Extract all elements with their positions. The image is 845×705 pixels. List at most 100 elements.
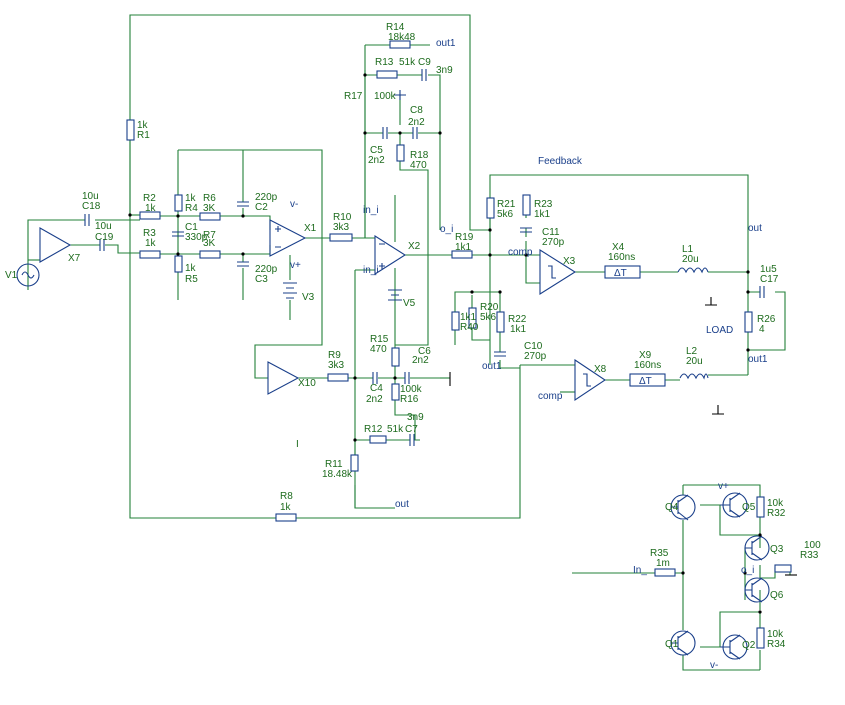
label-R2: R2 — [143, 193, 156, 204]
label-R23-value: 1k1 — [534, 209, 551, 220]
net-vminus-2: v- — [710, 660, 718, 671]
buffer-X7 — [39, 227, 72, 263]
label-C9-value: 3n9 — [436, 65, 453, 76]
label-R22: R22 — [508, 314, 527, 325]
label-R6-value: 3K — [203, 203, 216, 214]
resistor-R9 — [327, 373, 349, 382]
label-R10: R10 — [333, 212, 352, 223]
resistor-R15 — [391, 347, 400, 367]
capacitor-C6 — [404, 372, 410, 384]
label-R26-value: 4 — [759, 324, 765, 335]
label-R21: R21 — [497, 199, 516, 210]
capacitor-C10 — [494, 351, 506, 357]
label-X3: X3 — [563, 256, 576, 267]
label-R4-value: 1k — [185, 193, 197, 204]
inductors — [677, 267, 709, 380]
label-R7-value: 3K — [203, 238, 216, 249]
label-R13: R13 — [375, 57, 394, 68]
wires — [27, 14, 791, 671]
inductor-L1 — [677, 267, 709, 274]
buffer-X10 — [267, 361, 300, 395]
label-R18: R18 — [410, 150, 429, 161]
label-C7: C7 — [405, 424, 418, 435]
resistor-R12 — [369, 435, 387, 444]
net-out-bottom: out — [395, 499, 409, 510]
label-R1-value: 1k — [137, 120, 149, 131]
label-R17: R17 — [344, 91, 363, 102]
net-vminus: v- — [290, 199, 298, 210]
capacitor-C4 — [372, 372, 378, 384]
capacitor-C7 — [409, 434, 415, 446]
net-o-i: o_i — [440, 224, 453, 235]
label-C4: C4 — [370, 383, 383, 394]
net-vplus-2: v+ — [718, 481, 729, 492]
resistor-R3 — [139, 250, 161, 259]
label-R5-value: 1k — [185, 263, 197, 274]
label-C8-value: 2n2 — [408, 117, 425, 128]
capacitor-R17-node — [394, 90, 406, 100]
label-X7: X7 — [68, 253, 81, 264]
label-R35: R35 — [650, 548, 669, 559]
capacitor-C5 — [382, 127, 388, 139]
capacitor-C17 — [759, 286, 765, 298]
label-R11-value: 18.48k — [322, 469, 353, 480]
net-out1: out1 — [748, 354, 768, 365]
label-R22-value: 1k1 — [510, 324, 527, 335]
label-R12: R12 — [364, 424, 383, 435]
label-C6: C6 — [418, 346, 431, 357]
label-C18: C18 — [82, 201, 101, 212]
label-C2: C2 — [255, 202, 268, 213]
net-vplus: v+ — [290, 260, 301, 271]
net-out: out — [748, 223, 762, 234]
label-C1: C1 — [185, 222, 198, 233]
label-R40-value: 1k1 — [460, 312, 477, 323]
resistor-R11 — [350, 454, 359, 472]
resistor-R33 — [774, 564, 792, 573]
capacitor-C19 — [99, 239, 105, 251]
junctions — [128, 73, 762, 614]
capacitor-C9 — [421, 69, 427, 81]
label-C1-value: 330p — [185, 232, 208, 243]
delay-X4 — [604, 265, 641, 279]
resistor-R18 — [396, 144, 405, 162]
label-R20: R20 — [480, 302, 499, 313]
resistor-R35 — [654, 568, 676, 577]
comparator-X3 — [539, 249, 577, 295]
label-R7: R7 — [203, 230, 216, 241]
label-R32-value: 10k — [767, 498, 784, 509]
label-V3: V3 — [302, 292, 315, 303]
label-R16-value: 100k — [400, 384, 423, 395]
resistor-R2 — [139, 211, 161, 220]
battery-V3 — [283, 282, 297, 299]
label-I: I — [296, 439, 299, 450]
label-R12-value: 51k — [387, 424, 404, 435]
resistors — [126, 40, 792, 649]
label-R9-value: 3k3 — [328, 360, 345, 371]
capacitor-C8 — [412, 127, 418, 139]
resistor-R34 — [756, 627, 765, 649]
resistor-R16 — [391, 383, 400, 401]
label-C4-value: 2n2 — [366, 394, 383, 405]
ground-1 — [705, 297, 717, 306]
net-in: In_ — [633, 565, 647, 576]
comparator-X8 — [574, 358, 606, 402]
opamp-X1 — [269, 219, 307, 257]
grounds — [449, 297, 797, 576]
label-R26: R26 — [757, 314, 776, 325]
label-R40: R40 — [460, 322, 479, 333]
capacitors — [84, 69, 765, 446]
label-R15: R15 — [370, 334, 389, 345]
label-R33-value: 100 — [804, 540, 821, 551]
sources — [16, 263, 402, 301]
resistor-R22 — [496, 311, 505, 333]
label-R33: R33 — [800, 550, 819, 561]
label-R1: R1 — [137, 130, 150, 141]
label-R21-value: 5k6 — [497, 209, 514, 220]
label-R23: R23 — [534, 199, 553, 210]
label-R34: R34 — [767, 639, 786, 650]
resistor-R14 — [389, 40, 411, 49]
label-X9: X9 — [639, 350, 652, 361]
label-R14: R14 — [386, 22, 405, 33]
